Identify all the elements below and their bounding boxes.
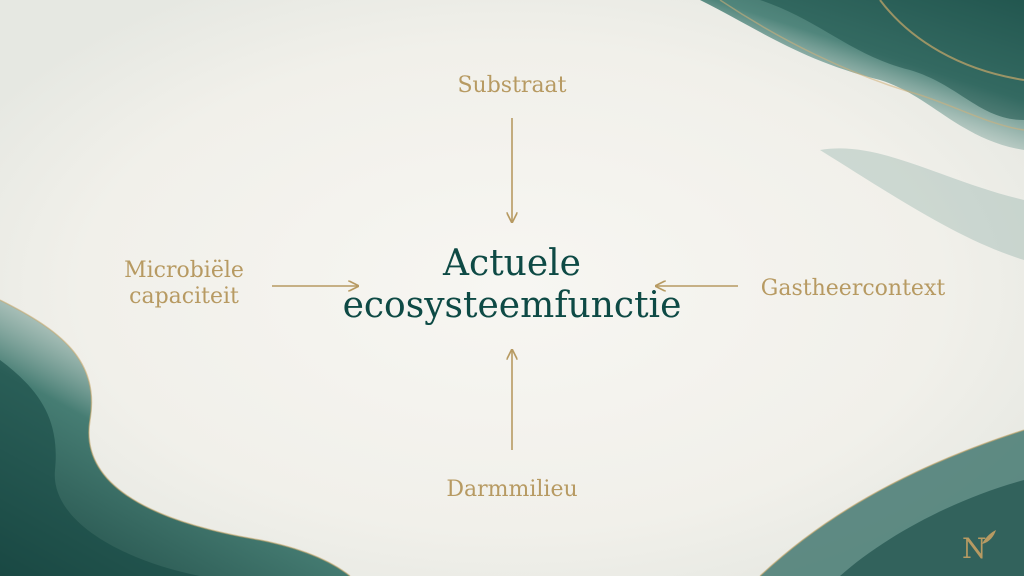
node-right-label: Gastheercontext: [760, 276, 946, 301]
node-left-line-1: Microbiële: [124, 258, 244, 283]
center-node: Actuele ecosysteemfunctie: [312, 243, 712, 327]
logo-letter: N: [962, 532, 987, 564]
node-top-label: Substraat: [457, 73, 567, 98]
leaf-icon: [982, 530, 996, 544]
center-line-2: ecosysteemfunctie: [342, 285, 682, 326]
node-left-label: Microbiële capaciteit: [84, 258, 284, 310]
center-line-1: Actuele: [443, 243, 581, 284]
node-left-line-2: capaciteit: [129, 284, 239, 309]
N-monogram-logo: N: [962, 530, 996, 564]
node-bottom-label: Darmmilieu: [446, 477, 578, 502]
